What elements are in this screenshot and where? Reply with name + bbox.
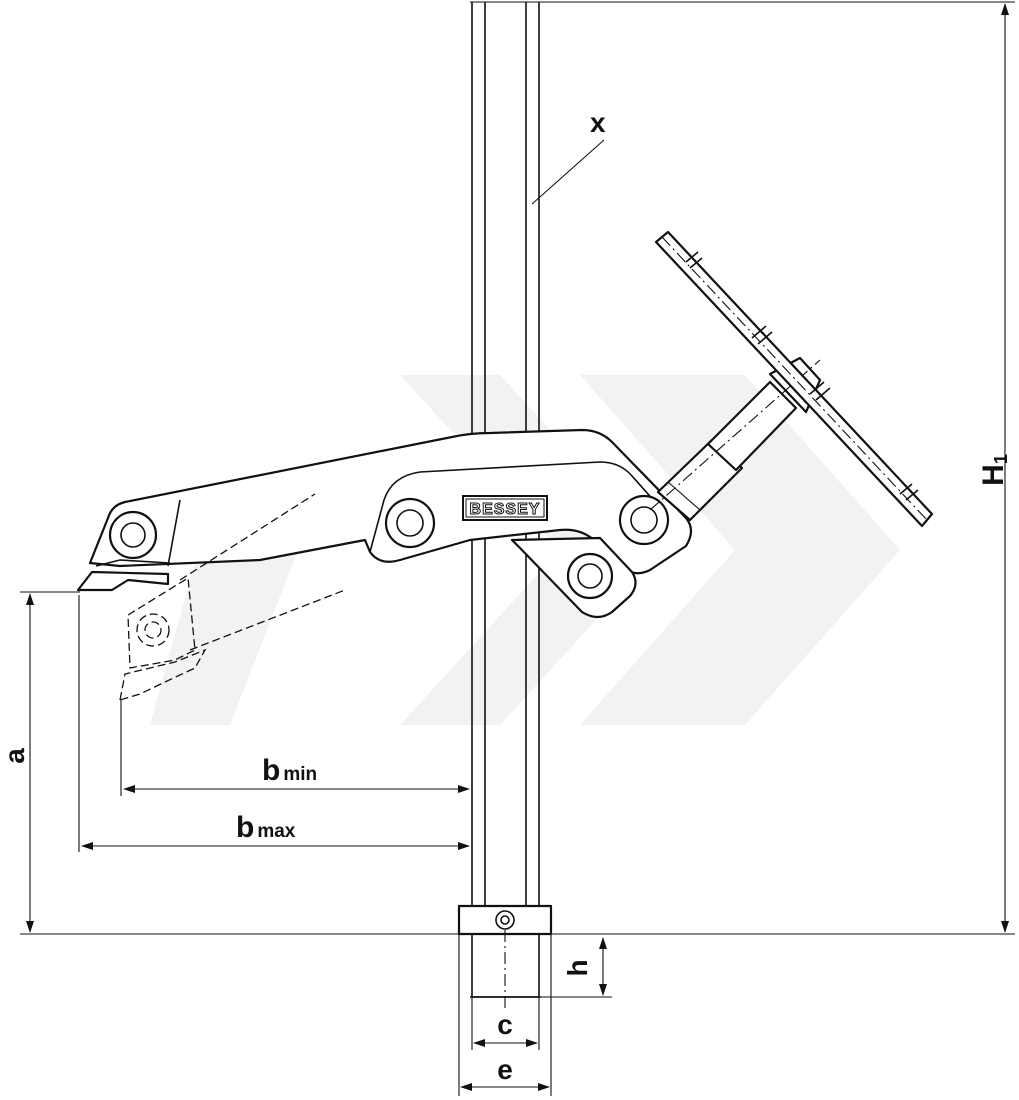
h-dimension: h — [539, 937, 612, 998]
jaw-pad — [76, 570, 170, 592]
c-label: c — [497, 1009, 513, 1040]
h1-dimension: H1 — [977, 3, 1011, 933]
t-handle — [654, 230, 934, 528]
c-dimension: c — [471, 997, 540, 1050]
a-label: a — [0, 748, 30, 764]
clamp-arm — [88, 428, 693, 575]
h-label: h — [562, 959, 593, 976]
base-collar — [457, 904, 553, 1010]
e-label: e — [497, 1054, 513, 1085]
x-label: x — [590, 107, 606, 138]
a-dimension: a — [0, 591, 80, 933]
x-leader-line — [531, 139, 605, 205]
bessey-logo: BESSEY — [462, 495, 548, 521]
h1-label: H1 — [977, 454, 1011, 486]
svg-text:BESSEY: BESSEY — [470, 501, 541, 518]
e-dimension: e — [458, 934, 552, 1096]
lever-link — [510, 536, 637, 619]
open-position-outline — [119, 493, 346, 701]
